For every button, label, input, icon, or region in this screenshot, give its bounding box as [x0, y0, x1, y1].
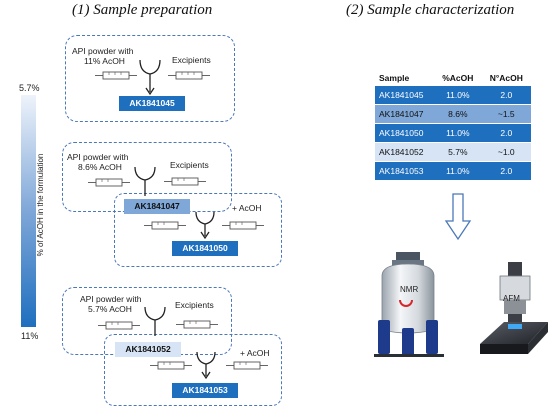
- scale-top-label: 5.7%: [19, 83, 40, 93]
- sample-id-ak1841047: AK1841047: [124, 199, 190, 214]
- api-label-3b: 5.7% AcOH: [88, 304, 132, 314]
- cell-sample: AK1841053: [375, 161, 435, 181]
- prep-box-1: [65, 35, 235, 122]
- cell-n: ~1.0: [481, 142, 531, 162]
- sample-id-ak1841053: AK1841053: [172, 383, 238, 398]
- cell-n: 2.0: [481, 123, 531, 143]
- add-acoh-label-3: + AcOH: [240, 348, 270, 358]
- syringe-icon: [88, 178, 130, 187]
- cell-sample: AK1841047: [375, 104, 435, 124]
- syringe-icon: [98, 321, 140, 330]
- prep-heading: (1) Sample preparation: [72, 2, 213, 18]
- table-row: AK1841052 5.7% ~1.0: [375, 142, 531, 162]
- syringe-icon: [176, 320, 218, 329]
- cell-pct: 11.0%: [434, 123, 482, 143]
- excipients-label-3: Excipients: [175, 300, 214, 310]
- col-header-sample: Sample: [375, 70, 435, 86]
- cell-n: 2.0: [481, 86, 531, 105]
- table-row: AK1841053 11.0% 2.0: [375, 161, 531, 181]
- down-arrow-icon: [444, 193, 472, 241]
- excipients-label-2: Excipients: [170, 160, 209, 170]
- cell-sample: AK1841050: [375, 123, 435, 143]
- api-label-1a: API powder with: [72, 46, 134, 56]
- nmr-label: NMR: [400, 285, 419, 294]
- col-header-n: N°AcOH: [481, 70, 531, 86]
- api-label-2b: 8.6% AcOH: [78, 162, 122, 172]
- excipients-label-1: Excipients: [172, 55, 211, 65]
- api-label-3a: API powder with: [80, 294, 142, 304]
- col-header-pct: %AcOH: [434, 70, 482, 86]
- table-row: AK1841045 11.0% 2.0: [375, 86, 531, 105]
- cell-pct: 5.7%: [434, 142, 482, 162]
- cell-pct: 11.0%: [434, 86, 482, 105]
- syringe-icon: [150, 361, 192, 370]
- syringe-icon: [222, 221, 264, 230]
- scale-bottom-label: 11%: [21, 331, 39, 341]
- syringe-icon: [95, 71, 137, 80]
- cell-n: ~1.5: [481, 104, 531, 124]
- nmr-magnet-icon: [374, 252, 444, 357]
- syringe-icon: [226, 361, 268, 370]
- cell-n: 2.0: [481, 161, 531, 181]
- table-row: AK1841050 11.0% 2.0: [375, 123, 531, 143]
- sample-id-ak1841045: AK1841045: [119, 96, 185, 111]
- api-label-1b: 11% AcOH: [84, 56, 125, 66]
- syringe-icon: [164, 177, 206, 186]
- add-acoh-label-2: + AcOH: [232, 203, 262, 213]
- prep-box-3-inner: [104, 334, 282, 406]
- cell-pct: 8.6%: [434, 104, 482, 124]
- cell-sample: AK1841045: [375, 86, 435, 105]
- characterization-heading: (2) Sample characterization: [346, 2, 515, 18]
- syringe-icon: [144, 221, 186, 230]
- sample-table: Sample %AcOH N°AcOH AK1841045 11.0% 2.0 …: [375, 70, 531, 181]
- api-label-2a: API powder with: [67, 152, 129, 162]
- afm-microscope-icon: [480, 262, 548, 354]
- table-row: AK1841047 8.6% ~1.5: [375, 104, 531, 124]
- sample-id-ak1841052: AK1841052: [115, 342, 181, 357]
- sample-id-ak1841050: AK1841050: [172, 241, 238, 256]
- prep-box-2-inner: [114, 193, 282, 267]
- syringe-icon: [168, 71, 210, 80]
- afm-label: AFM: [503, 294, 520, 303]
- cell-pct: 11.0%: [434, 161, 482, 181]
- acoh-scale-bar: [21, 95, 36, 327]
- cell-sample: AK1841052: [375, 142, 435, 162]
